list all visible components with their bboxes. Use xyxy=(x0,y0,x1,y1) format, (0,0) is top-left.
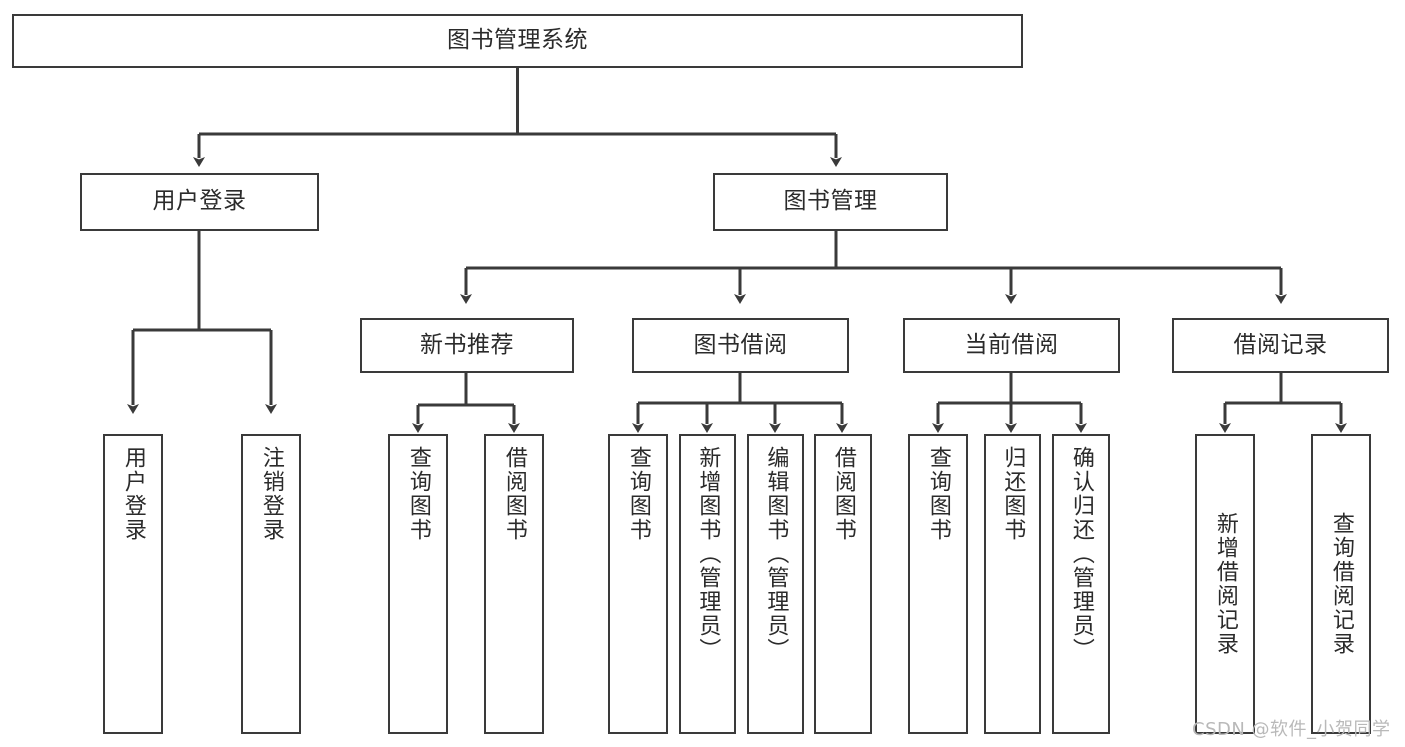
node-current-borrow[interactable]: 当前借阅 xyxy=(903,318,1120,373)
node-borrow-record[interactable]: 借阅记录 xyxy=(1172,318,1389,373)
leaf-user-login[interactable]: 用户登录 xyxy=(103,434,163,734)
leaf-confirm-return-admin-label: 确认归还（管理员） xyxy=(1068,446,1094,662)
leaf-add-borrow-record-label: 新增借阅记录 xyxy=(1212,512,1238,656)
leaf-add-book-admin[interactable]: 新增图书（管理员） xyxy=(679,434,736,734)
leaf-borrow-book-2-label: 借阅图书 xyxy=(830,446,856,542)
leaf-user-login-label: 用户登录 xyxy=(120,446,146,542)
leaf-query-book-3[interactable]: 查询图书 xyxy=(908,434,968,734)
node-book-management[interactable]: 图书管理 xyxy=(713,173,948,231)
leaf-edit-book-admin-label: 编辑图书（管理员） xyxy=(763,446,789,662)
leaf-return-book-label: 归还图书 xyxy=(1000,446,1026,542)
node-user-login-label: 用户登录 xyxy=(152,188,247,215)
node-borrow-record-label: 借阅记录 xyxy=(1233,331,1328,358)
leaf-query-borrow-record-label: 查询借阅记录 xyxy=(1328,512,1354,656)
leaf-confirm-return-admin[interactable]: 确认归还（管理员） xyxy=(1052,434,1110,734)
node-new-book-recommend[interactable]: 新书推荐 xyxy=(360,318,574,373)
leaf-add-borrow-record[interactable]: 新增借阅记录 xyxy=(1195,434,1255,734)
watermark-text: CSDN @软件_小贺同学 xyxy=(1192,719,1391,740)
leaf-return-book[interactable]: 归还图书 xyxy=(984,434,1041,734)
node-book-management-label: 图书管理 xyxy=(783,188,878,215)
node-user-login[interactable]: 用户登录 xyxy=(80,173,319,231)
leaf-query-book-1[interactable]: 查询图书 xyxy=(388,434,448,734)
leaf-query-book-2-label: 查询图书 xyxy=(625,446,651,542)
leaf-logout[interactable]: 注销登录 xyxy=(241,434,301,734)
leaf-query-book-3-label: 查询图书 xyxy=(925,446,951,542)
leaf-borrow-book-1-label: 借阅图书 xyxy=(501,446,527,542)
leaf-logout-label: 注销登录 xyxy=(258,446,284,542)
leaf-borrow-book-2[interactable]: 借阅图书 xyxy=(814,434,872,734)
node-book-borrow[interactable]: 图书借阅 xyxy=(632,318,849,373)
leaf-query-book-2[interactable]: 查询图书 xyxy=(608,434,668,734)
leaf-borrow-book-1[interactable]: 借阅图书 xyxy=(484,434,544,734)
node-root[interactable]: 图书管理系统 xyxy=(12,14,1023,68)
leaf-edit-book-admin[interactable]: 编辑图书（管理员） xyxy=(747,434,804,734)
node-new-book-recommend-label: 新书推荐 xyxy=(420,331,514,358)
node-book-borrow-label: 图书借阅 xyxy=(693,331,788,358)
leaf-query-borrow-record[interactable]: 查询借阅记录 xyxy=(1311,434,1371,734)
leaf-query-book-1-label: 查询图书 xyxy=(405,446,431,542)
node-root-label: 图书管理系统 xyxy=(447,27,588,54)
node-current-borrow-label: 当前借阅 xyxy=(964,331,1059,358)
leaf-add-book-admin-label: 新增图书（管理员） xyxy=(695,446,721,662)
